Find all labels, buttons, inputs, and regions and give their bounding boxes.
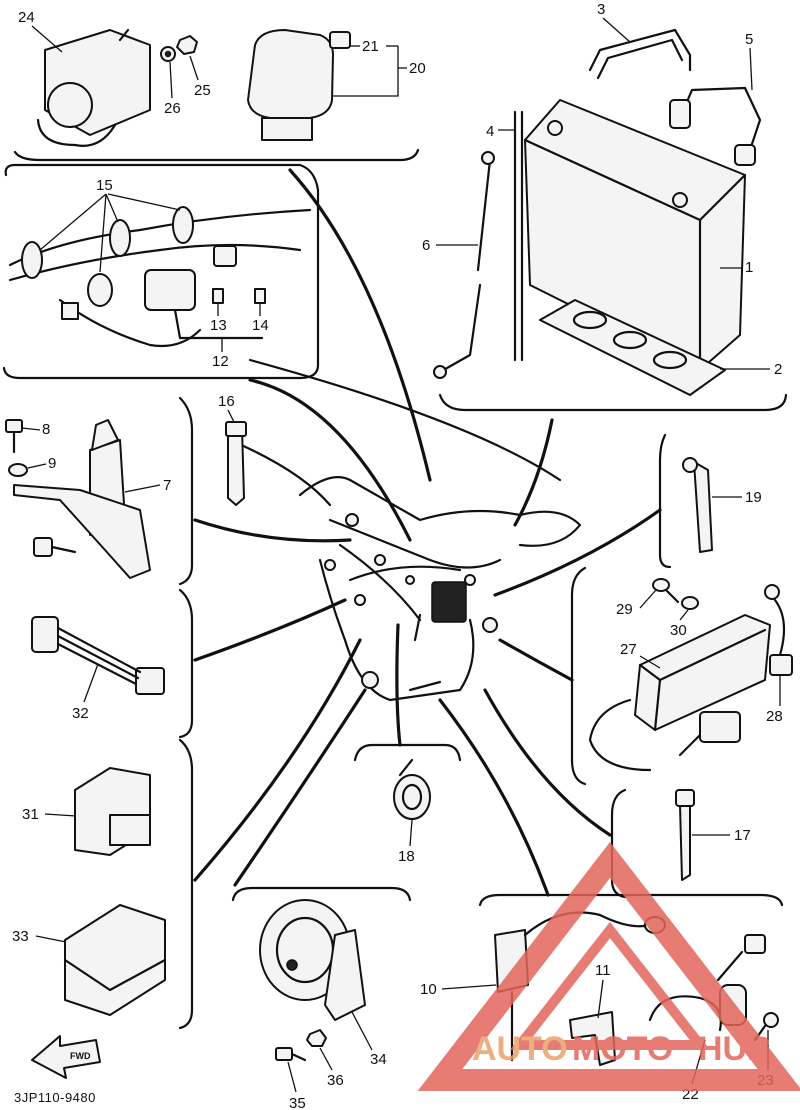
callout-26: 26: [164, 100, 181, 117]
callout-24: 24: [18, 9, 35, 26]
callout-15: 15: [96, 177, 113, 194]
wire-harness-assembly: [298, 476, 582, 702]
callout-17: 17: [734, 827, 751, 844]
callout-10: 10: [420, 981, 437, 998]
callout-1: 1: [745, 259, 753, 276]
watermark-text-mid: MOTO: [572, 1030, 673, 1068]
callout-32: 32: [72, 705, 89, 722]
callout-labels: 1 2 3 4 5 6 7 8 9 10 11 12 13 14 15 16 1…: [12, 1, 783, 1110]
part-4-breather-pipe: [513, 110, 524, 362]
front-arrow: FWD: [31, 1035, 101, 1079]
callout-36: 36: [327, 1072, 344, 1089]
part-32-sub-harness: [31, 616, 165, 695]
callout-8: 8: [42, 421, 50, 438]
callout-20: 20: [409, 60, 426, 77]
part-11-bracket: [569, 1011, 616, 1066]
section-frames: [2, 148, 788, 1030]
document-code: 3JP110-9480: [14, 1090, 96, 1105]
part-8-bolt: [5, 419, 23, 454]
leader-curves: [193, 168, 662, 897]
part-5-battery-lead: [669, 86, 762, 166]
callout-29: 29: [616, 601, 633, 618]
watermark-text-right: HUB: [698, 1030, 772, 1068]
part-25-26-nut-washer: [160, 35, 198, 62]
callout-6: 6: [422, 237, 430, 254]
part-20-relay: [247, 29, 351, 141]
callout-30: 30: [670, 622, 687, 639]
callout-7: 7: [163, 477, 171, 494]
callout-34: 34: [370, 1051, 387, 1068]
watermark-triangle: [417, 842, 800, 1091]
part-36-nut: [306, 1029, 327, 1047]
callout-14: 14: [252, 317, 269, 334]
part-7-connector: [33, 537, 77, 557]
part-33-unit: [63, 904, 167, 1016]
front-arrow-label: FWD: [70, 1051, 91, 1061]
part-34-horn: [259, 899, 366, 1021]
part-28-lead: [764, 584, 793, 676]
callout-18: 18: [398, 848, 415, 865]
part-19-band: [682, 457, 713, 553]
part-7-ignition-switch: [13, 419, 151, 579]
part-18-clamp: [393, 758, 431, 820]
callout-31: 31: [22, 806, 39, 823]
callout-25: 25: [194, 82, 211, 99]
callout-28: 28: [766, 708, 783, 725]
part-27-igniter-unit: [588, 614, 771, 772]
watermark-text-left: AUTO: [472, 1030, 568, 1068]
watermark-logo: AUTO MOTO HUB: [417, 842, 800, 1091]
part-35-bolt: [275, 1047, 307, 1062]
callout-3: 3: [597, 1, 605, 18]
callout-19: 19: [745, 489, 762, 506]
callout-5: 5: [745, 31, 753, 48]
part-17-band: [675, 789, 695, 881]
part-2-battery-tray: [539, 299, 726, 396]
part-30-washer: [681, 596, 699, 610]
part-9-washer: [8, 463, 28, 477]
part-3-battery-strap: [588, 28, 692, 80]
callout-2: 2: [774, 361, 782, 378]
callout-4: 4: [486, 123, 494, 140]
callout-11: 11: [595, 962, 611, 979]
part-15-wire-clamps: [8, 206, 312, 348]
part-24-relay-cover: [36, 28, 151, 147]
callout-27: 27: [620, 641, 637, 658]
callout-12: 12: [212, 353, 229, 370]
callout-13: 13: [210, 317, 227, 334]
callout-9: 9: [48, 455, 56, 472]
part-6-ground-lead: [433, 151, 495, 379]
part-16-cable-band: [225, 421, 247, 506]
callout-21: 21: [362, 38, 379, 55]
part-29-screw: [652, 578, 680, 604]
callout-16: 16: [218, 393, 235, 410]
part-31-relay: [74, 767, 151, 856]
callout-35: 35: [289, 1095, 306, 1110]
part-13-14-fuses: [212, 288, 266, 304]
callout-33: 33: [12, 928, 29, 945]
